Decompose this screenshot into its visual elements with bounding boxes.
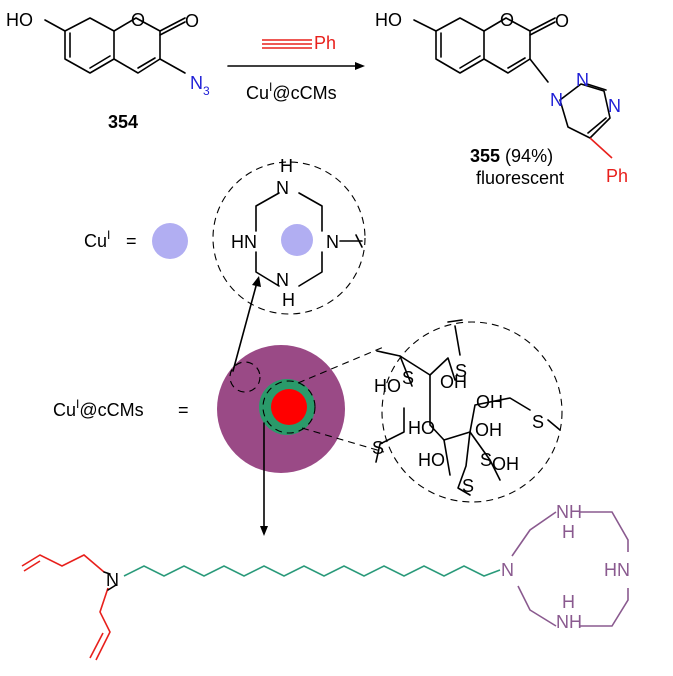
triazole-n1-label: N xyxy=(550,90,563,110)
sugar-s-1: S xyxy=(402,368,414,388)
reactant-354-structure xyxy=(44,17,186,74)
cyclen-n-right: N xyxy=(326,232,339,252)
reagent-phenyl-label: Ph xyxy=(314,33,336,53)
cu-legend-label: CuI xyxy=(84,228,110,251)
sugar-oh-3: OH xyxy=(475,420,502,440)
cyclen-h-bottom: H xyxy=(282,290,295,310)
cyclen-inset-structure xyxy=(255,192,363,287)
sugar-s-2: S xyxy=(455,361,467,381)
product-fluorescent-note: fluorescent xyxy=(476,168,564,188)
product-phenyl-label: Ph xyxy=(606,166,628,186)
reactant-number: 354 xyxy=(108,112,138,132)
sugar-s-4: S xyxy=(372,438,384,458)
reaction-arrow xyxy=(227,62,365,70)
capsule-surface-zoom-circle xyxy=(229,361,261,393)
reactant-ring-oxygen-label: O xyxy=(131,10,145,30)
cyclen-tail xyxy=(511,511,629,627)
product-ring-oxygen-label: O xyxy=(500,10,514,30)
sugar-s-3: S xyxy=(532,412,544,432)
sugar-inset-circle xyxy=(381,321,563,503)
capsule-core xyxy=(271,389,307,425)
cyclen-n-top: N xyxy=(276,178,289,198)
zoom-connectors xyxy=(232,276,387,536)
triazole-n3-label: N xyxy=(608,96,621,116)
tail-cyclen-hn-right: HN xyxy=(604,560,630,580)
tail-cyclen-nh-bottom: NH xyxy=(556,612,582,632)
amine-n-label: N xyxy=(106,570,119,590)
capsule-equals: = xyxy=(178,400,189,420)
cyclen-h-top: H xyxy=(280,156,293,176)
phenylacetylene-reagent xyxy=(262,39,312,49)
sugar-s-5: S xyxy=(462,476,474,496)
cu-dot-in-cyclen xyxy=(281,224,313,256)
reactant-hydroxyl-label: HO xyxy=(6,10,33,30)
catalyst-label: CuI@cCMs xyxy=(246,80,337,103)
cyclen-inset-circle xyxy=(212,161,366,315)
cyclen-hn-left: HN xyxy=(231,232,257,252)
tail-cyclen-h-bottom: H xyxy=(562,592,575,612)
sugar-ho-2: HO xyxy=(408,418,435,438)
sugar-oh-1: OH xyxy=(440,372,467,392)
product-caption: 355(94%) xyxy=(470,146,553,166)
tail-cyclen-n: N xyxy=(501,560,514,580)
sugar-oh-4: OH xyxy=(492,454,519,474)
sugar-ho-3: HO xyxy=(418,450,445,470)
tail-cyclen-nh-top: NH xyxy=(556,502,582,522)
sugar-oh-2: OH xyxy=(476,392,503,412)
product-355-structure xyxy=(413,17,613,159)
sugar-ho-1: HO xyxy=(374,376,401,396)
capsule-label: CuI@cCMs xyxy=(53,397,144,420)
product-hydroxyl-label: HO xyxy=(375,10,402,30)
azide-label: N3 xyxy=(190,73,210,98)
tail-cyclen-h-top: H xyxy=(562,522,575,542)
product-carbonyl-oxygen-label: O xyxy=(555,11,569,31)
capsule-shell-highlight xyxy=(262,380,316,434)
dodecyl-linker xyxy=(123,565,501,577)
sugar-inset-structure xyxy=(375,319,561,496)
cyclen-n-bottom: N xyxy=(276,270,289,290)
triazole-n2-label: N xyxy=(576,70,589,90)
cu-legend-equals: = xyxy=(126,231,137,251)
diallylamine-head xyxy=(21,554,117,661)
cu-dot-legend xyxy=(152,223,188,259)
reactant-carbonyl-oxygen-label: O xyxy=(185,11,199,31)
sugar-s-6: S xyxy=(480,450,492,470)
